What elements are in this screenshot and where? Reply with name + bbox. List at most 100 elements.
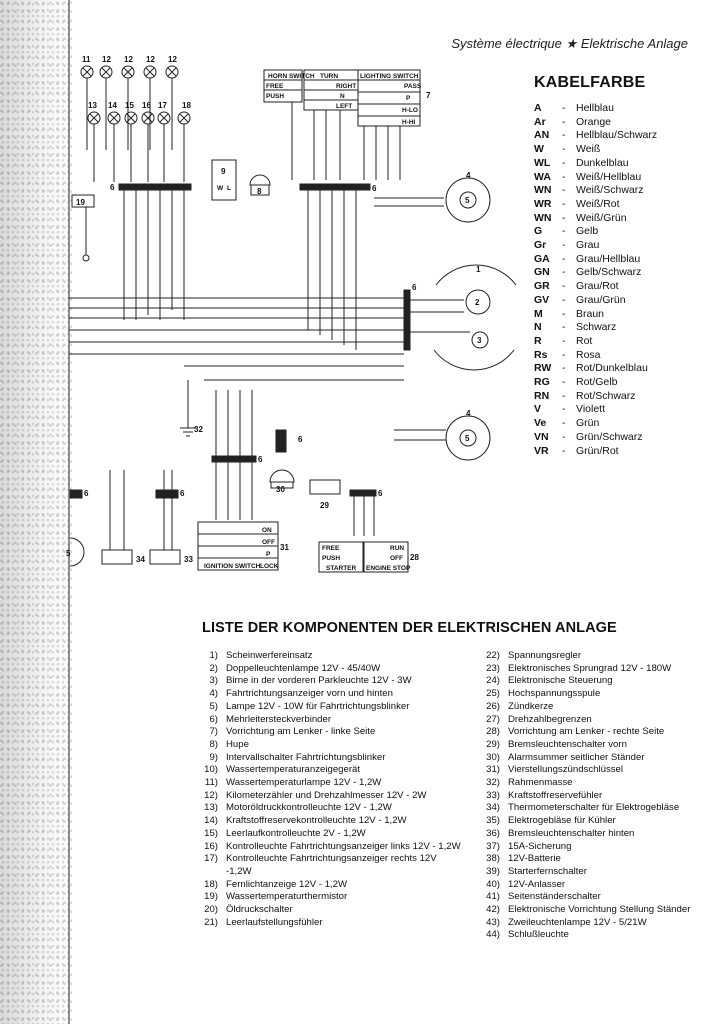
component-label: Zündkerze: [508, 700, 554, 712]
component-label: Birne in der vorderen Parkleuchte 12V - …: [226, 675, 412, 687]
num-14: 14: [108, 101, 117, 110]
component-item: 7) Vorrichtung am Lenker - linke Seite: [186, 726, 461, 739]
legend-dash: -: [562, 129, 566, 142]
legend-row: WN-Weiß/Schwarz: [534, 184, 714, 198]
component-label: 15A-Sicherung: [508, 840, 572, 852]
component-label: Kontrolleuchte Fahrtrichtungsanzeiger re…: [226, 853, 437, 877]
component-label: Intervallschalter Fahrtrichtungsblinker: [226, 751, 386, 763]
legend-color-name: Grün: [576, 417, 600, 430]
num-5b: 5: [465, 434, 470, 443]
component-number: 13): [204, 802, 218, 814]
component-number: 26): [486, 700, 500, 712]
legend-row: GV-Grau/Grün: [534, 294, 714, 308]
component-label: Elektrogebläse für Kühler: [508, 815, 616, 827]
num-12b: 12: [124, 55, 133, 64]
component-item: 5)Lampe 12V - 10W für Fahrtrichtungsblin…: [186, 701, 461, 714]
component-item: 34)Thermometerschalter für Elektrogebläs…: [468, 802, 718, 815]
legend-dash: -: [562, 197, 566, 210]
legend-color-name: Grün/Rot: [576, 444, 619, 457]
legend-code: G: [534, 225, 543, 238]
legend-row: G-Gelb: [534, 225, 714, 239]
legend-code: W: [534, 143, 544, 156]
legend-row: WN-Weiß/Grün: [534, 212, 714, 226]
header-title-de: Elektrische Anlage: [580, 36, 688, 51]
component-number: 21): [204, 916, 218, 928]
component-item: 9)Intervallschalter Fahrtrichtungsblinke…: [186, 752, 461, 765]
legend-dash: -: [562, 252, 566, 265]
component-label: 12V-Batterie: [508, 853, 561, 865]
component-number: 20): [204, 904, 218, 916]
num-32: 32: [194, 425, 203, 434]
legend-row: GN-Gelb/Schwarz: [534, 266, 714, 280]
num-19: 19: [76, 198, 85, 207]
component-label: Vorrichtung am Lenker - linke Seite: [226, 726, 376, 738]
component-number: 30): [486, 751, 500, 763]
legend-row: Ar-Orange: [534, 116, 714, 130]
num-5a: 5: [465, 196, 470, 205]
component-item: 1)Scheinwerfereinsatz: [186, 650, 461, 663]
legend-dash: -: [562, 444, 566, 457]
legend-color-name: Weiß/Rot: [576, 197, 620, 210]
legend-color-name: Grün/Schwarz: [576, 430, 643, 443]
component-item: 41)Seitenständerschalter: [468, 891, 718, 904]
component-item: 25)Hochspannungsspule: [468, 688, 718, 701]
component-label: Wassertemperaturanzeigegerät: [226, 764, 361, 776]
num-12d: 12: [168, 55, 177, 64]
component-number: 36): [486, 827, 500, 839]
legend-row: N-Schwarz: [534, 321, 714, 335]
label-h-hi: H-HI: [402, 119, 416, 126]
component-label: Leerlaufstellungsfühler: [226, 916, 323, 928]
component-item: 10)Wassertemperaturanzeigegerät: [186, 764, 461, 777]
num-8: 8: [257, 187, 262, 196]
legend-code: WA: [534, 170, 551, 183]
component-label: Kraftstoffreservekontrolleuchte 12V - 1,…: [226, 815, 407, 827]
component-number: 34): [486, 802, 500, 814]
label-engine-stop: ENGINE STOP: [366, 565, 411, 572]
num-6a: 6: [110, 183, 115, 192]
legend-row: VN-Grün/Schwarz: [534, 431, 714, 445]
label-push2: PUSH: [322, 555, 340, 562]
component-number: 33): [486, 789, 500, 801]
legend-color-name: Braun: [576, 307, 605, 320]
component-number: 1): [209, 650, 218, 661]
component-label: Spannungsregler: [508, 650, 582, 661]
component-number: 7): [209, 726, 218, 738]
legend-dash: -: [562, 102, 566, 114]
legend-dash: -: [562, 225, 566, 238]
legend-row: RN-Rot/Schwarz: [534, 390, 714, 404]
legend-color-name: Weiß: [576, 143, 601, 156]
component-number: 38): [486, 853, 500, 865]
component-number: 12): [204, 789, 218, 801]
component-item: 20)Öldruckschalter: [186, 904, 461, 917]
num-3: 3: [477, 336, 482, 345]
component-item: 30)Alarmsummer seitlicher Ständer: [468, 752, 718, 765]
component-item: 12)Kilometerzähler und Drehzahlmesser 12…: [186, 790, 461, 803]
label-h-lo: H-LO: [402, 107, 418, 114]
component-item: 15)Leerlaufkontrolleuchte 2V - 1,2W: [186, 828, 461, 841]
legend-row: WA-Weiß/Hellblau: [534, 171, 714, 185]
component-label: Fernlichtanzeige 12V - 1,2W: [226, 878, 348, 890]
label-n: N: [340, 93, 345, 100]
num-17: 17: [158, 101, 167, 110]
num-4a: 4: [466, 171, 471, 180]
component-number: 19): [204, 891, 218, 903]
component-label: Wassertemperaturthermistor: [226, 891, 348, 903]
component-number: 8): [209, 738, 218, 750]
label-off: OFF: [262, 539, 275, 546]
legend-code: GA: [534, 252, 550, 265]
component-item: 26) Zündkerze: [468, 701, 718, 714]
component-item: 18)Fernlichtanzeige 12V - 1,2W: [186, 879, 461, 892]
component-item: 22)Spannungsregler: [468, 650, 718, 663]
legend-code: AN: [534, 129, 550, 142]
num-6g: 6: [84, 489, 89, 498]
component-label: 12V-Anlasser: [508, 878, 566, 890]
legend-color-name: Hellblau/Schwarz: [576, 129, 658, 142]
num-6c: 6: [412, 283, 417, 292]
legend-dash: -: [562, 376, 566, 389]
legend-color-name: Rot/Schwarz: [576, 389, 636, 402]
component-item: 40)12V-Anlasser: [468, 879, 718, 892]
num-33: 33: [184, 555, 193, 564]
